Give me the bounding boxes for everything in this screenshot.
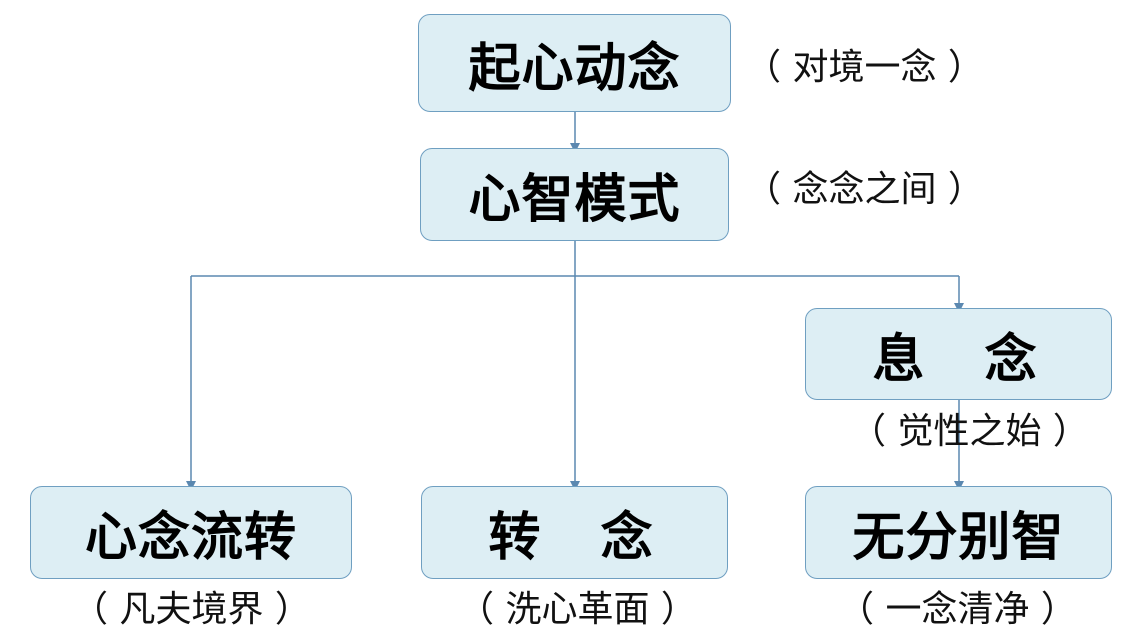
note-wufenbie-zhi: （ 一念清净 ） — [838, 589, 1077, 630]
node-label: 心智模式 — [468, 170, 681, 230]
node-label: 转 念 — [488, 508, 661, 568]
node-wufenbie-zhi: 无分别智 — [805, 486, 1112, 579]
note-zhuan-nian: （ 洗心革面 ） — [458, 589, 697, 630]
note-qixin-dongnian: （ 对境一念 ） — [745, 47, 984, 88]
note-xinzhi-moshi: （ 念念之间 ） — [745, 169, 984, 210]
node-xinzhi-moshi: 心智模式 — [420, 148, 729, 241]
node-zhuan-nian: 转 念 — [421, 486, 728, 579]
node-label: 起心动念 — [468, 38, 681, 99]
node-xi-nian: 息 念 — [805, 308, 1112, 400]
node-label: 息 念 — [872, 329, 1045, 390]
note-xi-nian: （ 觉性之始 ） — [850, 411, 1089, 452]
node-qixin-dongnian: 起心动念 — [418, 14, 731, 112]
node-label: 无分别智 — [852, 508, 1065, 568]
node-xinnian-liuzhuan: 心念流转 — [30, 486, 352, 579]
node-label: 心念流转 — [84, 508, 297, 568]
note-xinnian-liuzhuan: （ 凡夫境界 ） — [72, 589, 311, 630]
